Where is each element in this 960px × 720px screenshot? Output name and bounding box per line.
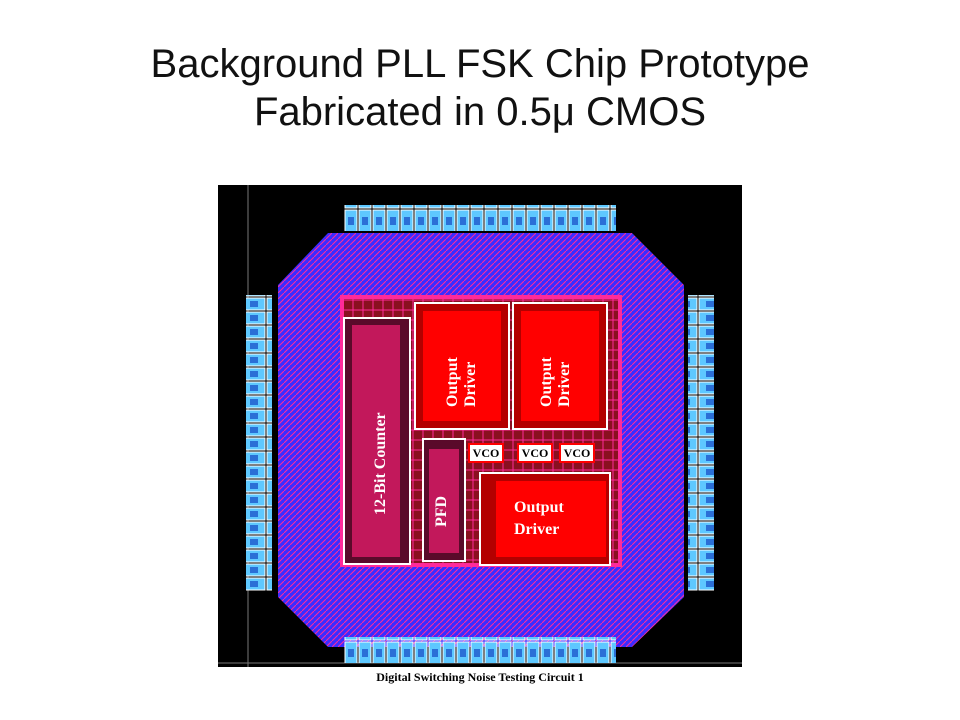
output-driver-3-line2: Driver	[514, 521, 560, 538]
slide-title: Background PLL FSK Chip Prototype Fabric…	[0, 40, 960, 136]
chip-layout-graphic	[218, 185, 742, 687]
chip-layout-image: Output Driver Output Driver 12-Bit Count…	[218, 185, 742, 687]
output-driver-1-line2: Driver	[462, 361, 479, 407]
vco-label-2: VCO	[517, 443, 553, 463]
title-line-1: Background PLL FSK Chip Prototype	[150, 42, 810, 86]
output-driver-2-line1: Output	[538, 357, 555, 407]
output-driver-2-line2: Driver	[556, 361, 573, 407]
chip-caption: Digital Switching Noise Testing Circuit …	[218, 667, 742, 687]
output-driver-1-label: Output Driver	[444, 357, 480, 407]
output-driver-2-label: Output Driver	[538, 357, 574, 407]
output-driver-1-line1: Output	[444, 357, 461, 407]
output-driver-3-line1: Output	[514, 499, 564, 516]
counter-label: 12-Bit Counter	[372, 412, 389, 515]
vco-label-1: VCO	[468, 443, 504, 463]
vco-label-3: VCO	[559, 443, 595, 463]
title-line-2: Fabricated in 0.5μ CMOS	[253, 90, 707, 134]
output-driver-3-label: Output Driver	[514, 497, 564, 541]
pfd-label: PFD	[433, 495, 450, 527]
